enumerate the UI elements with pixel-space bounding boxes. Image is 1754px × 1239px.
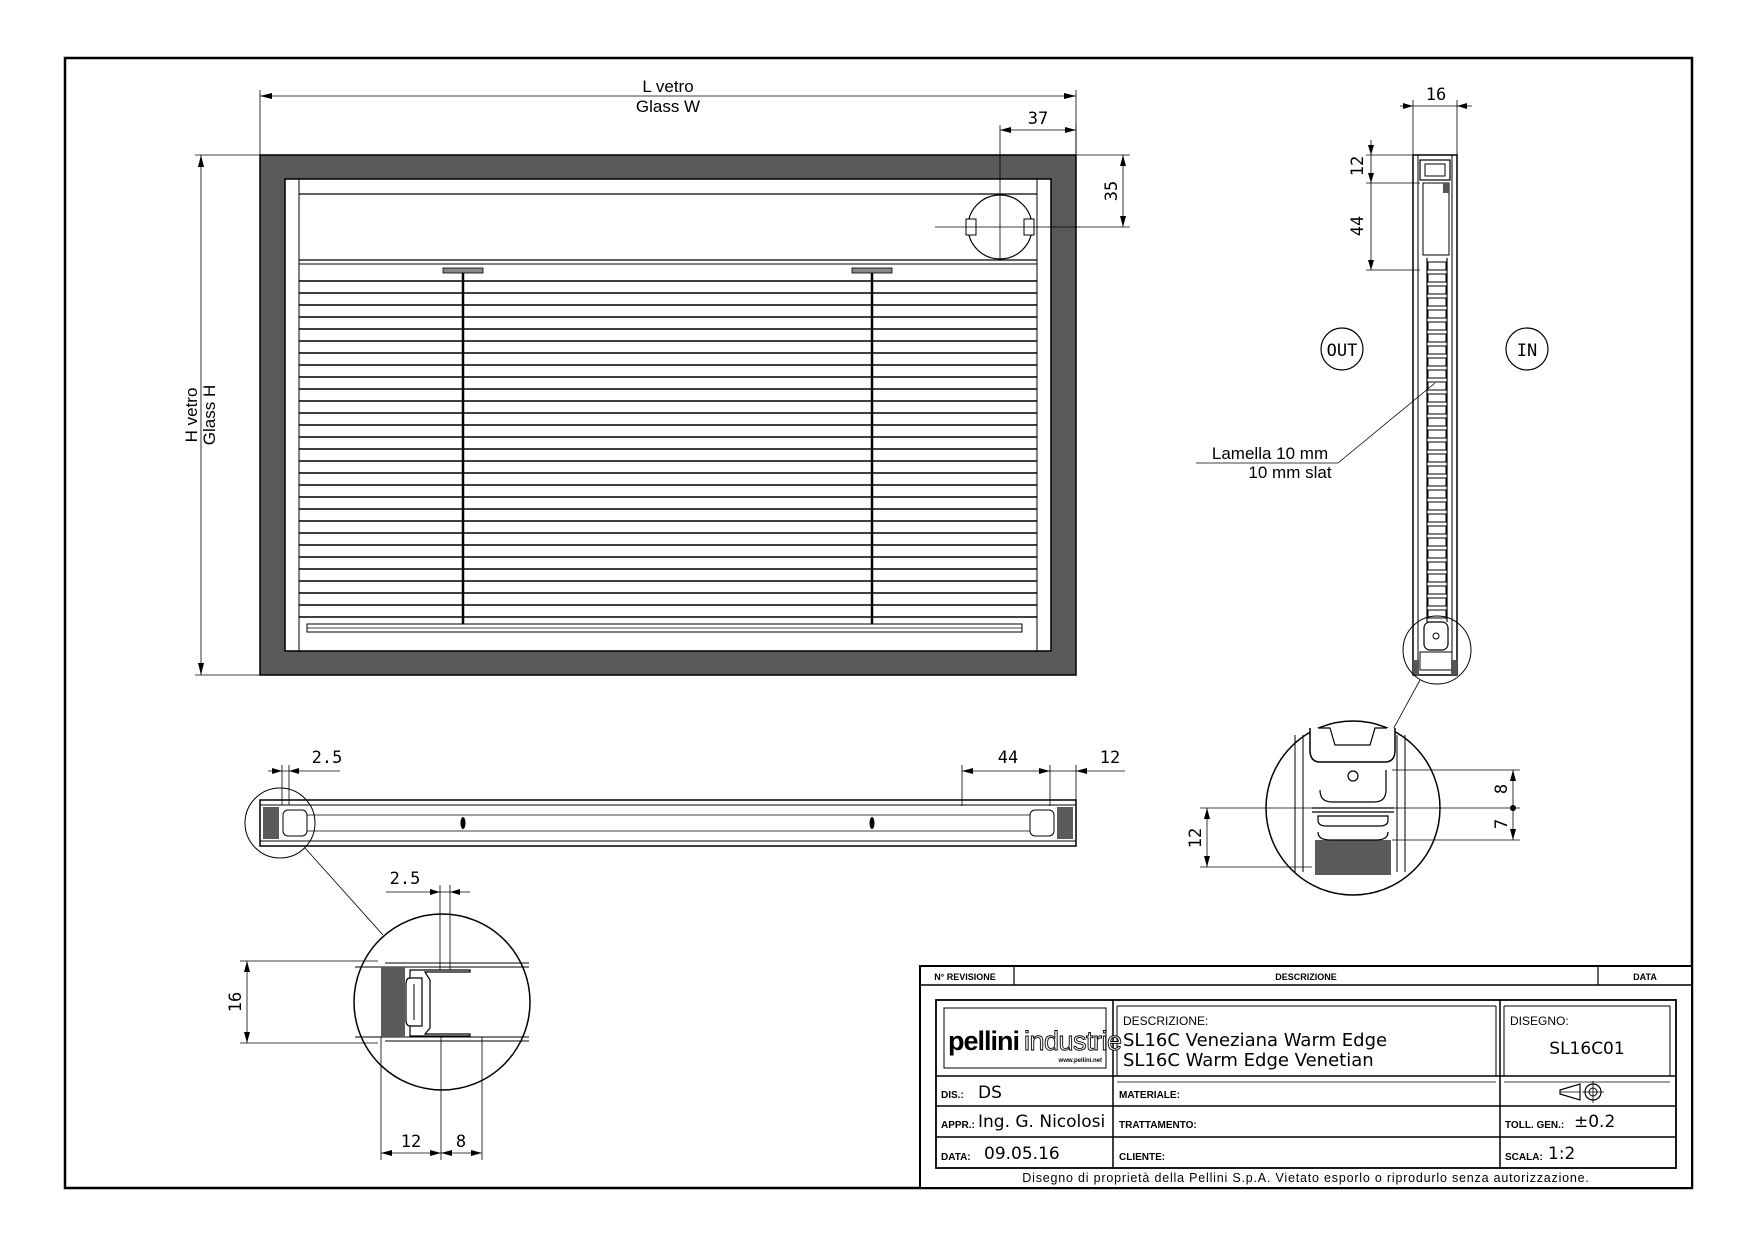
side-section: 16 12 44 OUT IN Lamella 10 mm 10 mm slat <box>1186 85 1549 896</box>
client-label: CLIENTE: <box>1119 1152 1165 1163</box>
in-marker <box>1505 327 1549 371</box>
approved-label: APPR.: <box>941 1120 975 1131</box>
detail-dim-8: 8 <box>456 1132 466 1152</box>
date-value: 09.05.16 <box>984 1144 1060 1164</box>
slat-section <box>1427 381 1447 391</box>
slat-section <box>1427 561 1447 571</box>
slat-section <box>1427 405 1447 415</box>
slat-section <box>1427 393 1447 403</box>
slat-section <box>1427 537 1447 547</box>
slat-section <box>1427 429 1447 439</box>
plan-dim-12: 12 <box>1100 748 1120 768</box>
detail-dim-12: 12 <box>401 1132 421 1152</box>
dim-12-side: 12 <box>1348 156 1368 176</box>
revision-header: N° REVISIONE <box>934 972 996 982</box>
dim-height-label-it: H vetro <box>182 388 201 443</box>
date-header: DATA <box>1633 972 1657 982</box>
detail-dim-16: 16 <box>226 992 246 1012</box>
slat-section <box>1427 273 1447 283</box>
slat-section <box>1427 261 1447 271</box>
pellini-logo: pellini industrie www.pellini.net <box>943 1007 1123 1069</box>
dim-35: 35 <box>1102 181 1122 201</box>
description-label: DESCRIZIONE: <box>1123 1014 1208 1028</box>
slat-section <box>1427 573 1447 583</box>
approved-value: Ing. G. Nicolosi <box>978 1112 1105 1132</box>
slat-section <box>1427 345 1447 355</box>
logo-sub: industrie <box>1024 1026 1122 1056</box>
projection-symbol-icon <box>1559 1081 1604 1103</box>
description-it: SL16C Veneziana Warm Edge <box>1123 1030 1387 1051</box>
detail-dim-7: 7 <box>1492 819 1512 829</box>
front-slats <box>299 280 1037 618</box>
treatment-label: TRATTAMENTO: <box>1119 1120 1197 1131</box>
plan-dim-44: 44 <box>998 748 1018 768</box>
glass-pane <box>284 178 1052 652</box>
dim-37: 37 <box>1028 109 1048 129</box>
description-en: SL16C Warm Edge Venetian <box>1123 1050 1374 1071</box>
slat-section <box>1427 525 1447 535</box>
dim-16-side: 16 <box>1426 85 1446 105</box>
side-slats <box>1426 258 1448 622</box>
plan-section: 2.5 44 12 <box>244 748 1125 936</box>
plan-detail-magnified: 2.5 16 12 8 <box>226 869 531 1160</box>
tolerance-label: TOLL. GEN.: <box>1505 1120 1564 1131</box>
dim-width-label-it: L vetro <box>642 77 693 96</box>
sheet-border <box>63 56 1694 1190</box>
slat-section <box>1427 489 1447 499</box>
slat-section <box>1427 549 1447 559</box>
drawing-number: SL16C01 <box>1549 1039 1624 1059</box>
dim-44-side: 44 <box>1348 216 1368 236</box>
slat-section <box>1427 465 1447 475</box>
description-header: DESCRIZIONE <box>1275 972 1337 982</box>
in-label: IN <box>1517 341 1537 361</box>
slat-section <box>1427 513 1447 523</box>
dim-height-label-en: Glass H <box>200 385 219 445</box>
slat-section <box>1427 477 1447 487</box>
detail-dim-8: 8 <box>1492 784 1512 794</box>
slat-section <box>1427 297 1447 307</box>
slat-section <box>1427 357 1447 367</box>
slat-section <box>1427 285 1447 295</box>
drawn-label: DIS.: <box>941 1090 964 1101</box>
drawing-label: DISEGNO: <box>1510 1014 1569 1028</box>
scale-value: 1:2 <box>1548 1144 1575 1164</box>
slat-section <box>1427 333 1447 343</box>
slat-section <box>1427 585 1447 595</box>
slat-section <box>1427 609 1447 619</box>
date-label: DATA: <box>941 1152 971 1163</box>
drawn-value: DS <box>978 1083 1002 1103</box>
slat-section <box>1427 597 1447 607</box>
slat-section <box>1427 417 1447 427</box>
detail-dim-2-5: 2.5 <box>390 869 421 889</box>
front-view: L vetro Glass W H vetro Glass H 37 35 <box>182 77 1130 676</box>
plan-dim-2-5: 2.5 <box>312 748 343 768</box>
title-block: N° REVISIONE DESCRIZIONE DATA pellini in… <box>919 965 1693 1189</box>
slat-section <box>1427 501 1447 511</box>
ownership-footer: Disegno di proprietà della Pellini S.p.A… <box>1022 1171 1589 1185</box>
out-label: OUT <box>1327 341 1358 361</box>
slat-section <box>1427 453 1447 463</box>
slat-section <box>1427 441 1447 451</box>
scale-label: SCALA: <box>1505 1152 1543 1163</box>
slat-label-en: 10 mm slat <box>1248 463 1331 482</box>
slat-label-it: Lamella 10 mm <box>1212 444 1328 463</box>
logo-url: www.pellini.net <box>1058 1058 1102 1064</box>
slat-section <box>1427 321 1447 331</box>
dim-width-label-en: Glass W <box>636 97 700 116</box>
detail-dim-12-side: 12 <box>1186 828 1206 848</box>
material-label: MATERIALE: <box>1119 1090 1180 1101</box>
logo-main: pellini <box>948 1026 1019 1056</box>
slat-section <box>1427 369 1447 379</box>
out-marker <box>1320 327 1364 371</box>
slat-section <box>1427 309 1447 319</box>
tolerance-value: ±0.2 <box>1574 1112 1615 1132</box>
